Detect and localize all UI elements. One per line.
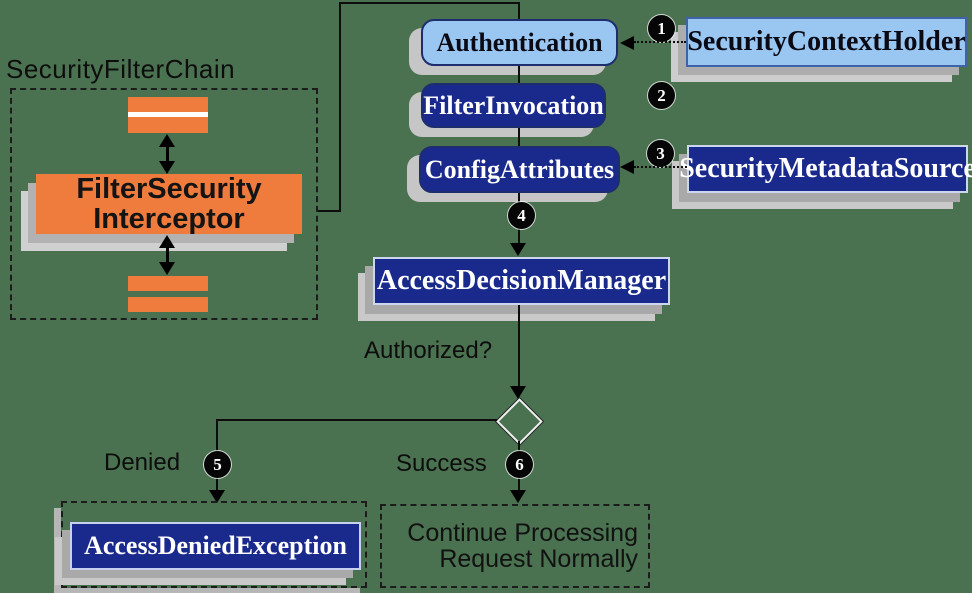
arrowhead-left-icon [620, 36, 634, 50]
continue-line2: Request Normally [439, 545, 638, 573]
step-number: 6 [515, 454, 524, 474]
arrowhead-down-icon [510, 243, 526, 256]
connector-chain-line [318, 210, 341, 212]
step-badge-3: 3 [647, 140, 674, 167]
security-metadata-source-label: SecurityMetadataSource [679, 153, 972, 184]
success-outcome-container [380, 504, 650, 588]
step-badge-2: 2 [648, 82, 675, 109]
step-number: 3 [656, 143, 665, 163]
node-security-context-holder: SecurityContextHolder [686, 17, 967, 67]
double-arrow-icon [153, 235, 181, 275]
step-badge-1: 1 [648, 15, 675, 42]
filter-invocation-label: FilterInvocation [423, 90, 604, 120]
denied-label: Denied [104, 449, 181, 476]
double-arrow-icon [153, 134, 181, 174]
filter-security-interceptor-line2: Interceptor [93, 203, 245, 235]
access-decision-manager-label: AccessDecisionManager [376, 265, 667, 296]
connector-line [518, 305, 520, 386]
connector-chain-line [518, 4, 520, 19]
filter-bar-icon [128, 297, 208, 312]
step-number: 2 [657, 85, 666, 105]
node-filter-security-interceptor: FilterSecurity Interceptor [36, 174, 302, 234]
filter-bar-icon [128, 276, 208, 291]
step-number: 4 [517, 205, 526, 225]
success-label: Success [396, 450, 487, 477]
node-config-attributes: ConfigAttributes [419, 146, 620, 193]
continue-line1: Continue Processing [407, 519, 638, 547]
access-denied-exception-label: AccessDeniedException [84, 531, 347, 560]
connector-chain-line [339, 2, 341, 212]
arrowhead-down-icon [510, 490, 526, 503]
connector-line [518, 66, 520, 83]
step-number: 1 [657, 18, 666, 38]
filter-security-interceptor-line1: FilterSecurity [76, 173, 262, 205]
security-filter-chain-title: SecurityFilterChain [6, 54, 236, 84]
filter-stack-top [128, 97, 208, 133]
decision-diamond [494, 396, 545, 447]
denied-outcome-container [61, 501, 367, 588]
step-badge-6: 6 [506, 451, 533, 478]
connector-chain-line [339, 2, 520, 4]
diamond-icon [494, 396, 545, 447]
step-badge-5: 5 [204, 451, 231, 478]
dotted-arrow-line [634, 41, 686, 43]
step-number: 5 [213, 454, 222, 474]
authentication-label: Authentication [436, 27, 603, 57]
security-filter-chain-container [10, 88, 318, 320]
node-filter-invocation: FilterInvocation [421, 83, 606, 128]
security-context-holder-label: SecurityContextHolder [687, 26, 966, 57]
arrowhead-down-icon [209, 490, 225, 503]
config-attributes-label: ConfigAttributes [424, 154, 615, 184]
filter-bar-icon [128, 117, 208, 133]
continue-processing-label: Continue Processing Request Normally [380, 504, 650, 588]
branch-denied-line [216, 419, 497, 421]
node-access-decision-manager: AccessDecisionManager [373, 257, 670, 305]
authorized-label: Authorized? [364, 337, 493, 364]
node-authentication: Authentication [421, 19, 618, 66]
node-access-denied-exception: AccessDeniedException [70, 522, 361, 570]
connector-line [518, 128, 520, 146]
arrowhead-down-icon [510, 386, 526, 399]
step-badge-4: 4 [508, 202, 535, 229]
dotted-arrow-line [634, 166, 687, 168]
node-security-metadata-source: SecurityMetadataSource [679, 145, 972, 193]
filter-bar-icon [128, 97, 208, 112]
arrowhead-left-icon [620, 160, 634, 174]
